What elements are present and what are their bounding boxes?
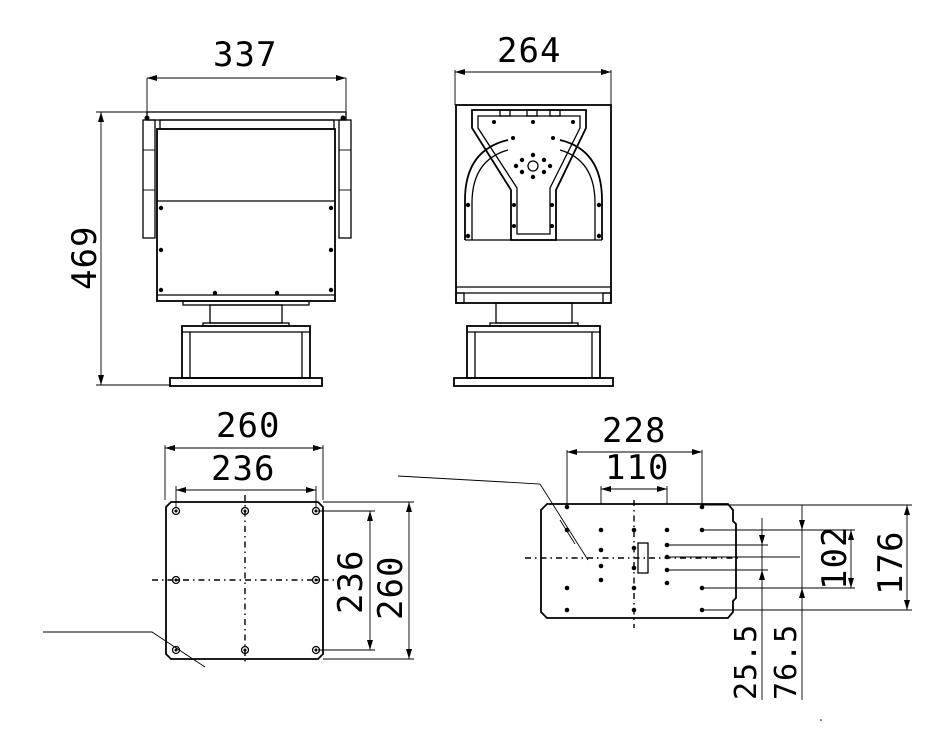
base-hole-spacing-y-dimension: 236 <box>331 550 371 614</box>
side-width-dimension: 264 <box>497 31 561 71</box>
mount-inner-height-dimension: 102 <box>815 526 855 590</box>
base-outer-height-dimension: 260 <box>371 556 411 620</box>
front-height-dimension: 469 <box>65 226 105 290</box>
base-outer-width-dimension: 260 <box>216 406 280 446</box>
mount-inner-width-dimension: 110 <box>605 448 669 488</box>
base-hole-spacing-x-dimension: 236 <box>211 449 275 489</box>
front-view: 337 469 <box>65 35 352 387</box>
mount-outer-width-dimension: 228 <box>602 411 666 451</box>
mount-offset-small-dimension: 25.5 <box>729 624 764 700</box>
mount-offset-large-dimension: 76.5 <box>769 624 804 700</box>
base-plate-view: 260 236 236 260 <box>43 406 414 668</box>
front-width-dimension: 337 <box>213 35 277 75</box>
mount-outer-height-dimension: 176 <box>871 531 911 595</box>
side-view: 264 <box>453 31 614 387</box>
mount-plate-view: 228 110 <box>397 411 912 721</box>
